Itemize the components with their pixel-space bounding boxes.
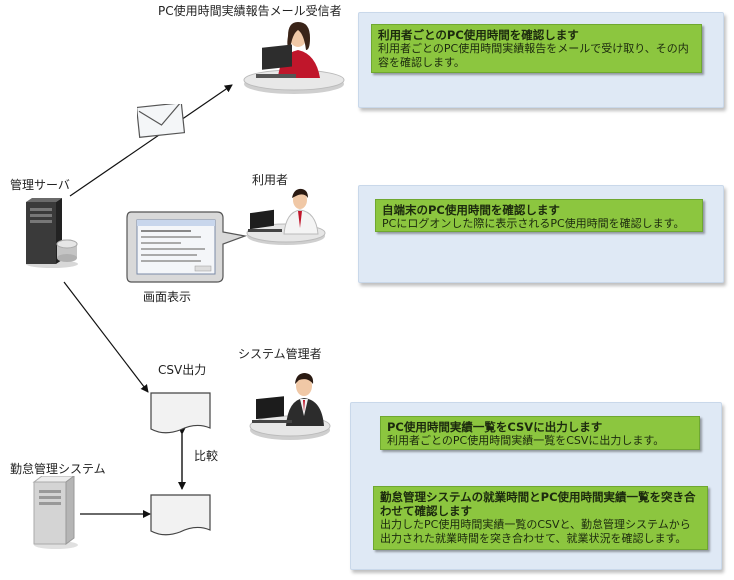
csv-output-card: PC使用時間実績一覧をCSVに出力します 利用者ごとのPC使用時間実績一覧をCS… (380, 416, 700, 450)
arrow-server-to-csv (63, 281, 149, 393)
screen-label: 画面表示 (143, 290, 192, 304)
server-label: 管理サーバ (10, 178, 70, 192)
csv-output-card-desc: 利用者ごとのPC使用時間実績一覧をCSVに出力します。 (387, 434, 665, 447)
screen-display-bubble (126, 211, 247, 283)
user-label: 利用者 (252, 173, 289, 187)
receiver-person-icon (243, 22, 345, 94)
admin-person-icon (249, 373, 331, 440)
csv-label: CSV出力 (158, 363, 207, 377)
receiver-label: PC使用時間実績報告メール受信者 (158, 4, 342, 18)
compare-card: 勤怠管理システムの就業時間とPC使用時間実績一覧を突き合わせて確認します 出力し… (373, 486, 708, 550)
compare-label: 比較 (194, 449, 219, 463)
receiver-card-desc: 利用者ごとのPC使用時間実績報告をメールで受け取り、その内容を確認します。 (378, 42, 689, 69)
attendance-label: 勤怠管理システム (10, 462, 106, 476)
compare-card-title: 勤怠管理システムの就業時間とPC使用時間実績一覧を突き合わせて確認します (380, 490, 696, 518)
user-card-title: 自端末のPC使用時間を確認します (382, 203, 560, 217)
envelope-icon (137, 104, 185, 138)
server-tower-icon (26, 198, 78, 268)
user-person-icon (246, 188, 326, 245)
csv-document-icon (150, 392, 211, 434)
admin-label: システム管理者 (238, 347, 322, 361)
receiver-card: 利用者ごとのPC使用時間を確認します 利用者ごとのPC使用時間実績報告をメールで… (371, 24, 702, 73)
attendance-document-icon (150, 494, 211, 536)
receiver-card-title: 利用者ごとのPC使用時間を確認します (378, 28, 579, 42)
compare-card-desc: 出力したPC使用時間実績一覧のCSVと、勤怠管理システムから出力された就業時間を… (380, 518, 691, 545)
user-card: 自端末のPC使用時間を確認します PCにログオンした際に表示されるPC使用時間を… (375, 199, 703, 232)
csv-output-card-title: PC使用時間実績一覧をCSVに出力します (387, 420, 603, 434)
arrow-server-to-receiver (69, 84, 233, 197)
user-card-desc: PCにログオンした際に表示されるPC使用時間を確認します。 (382, 217, 685, 230)
attendance-server-icon (32, 476, 78, 549)
